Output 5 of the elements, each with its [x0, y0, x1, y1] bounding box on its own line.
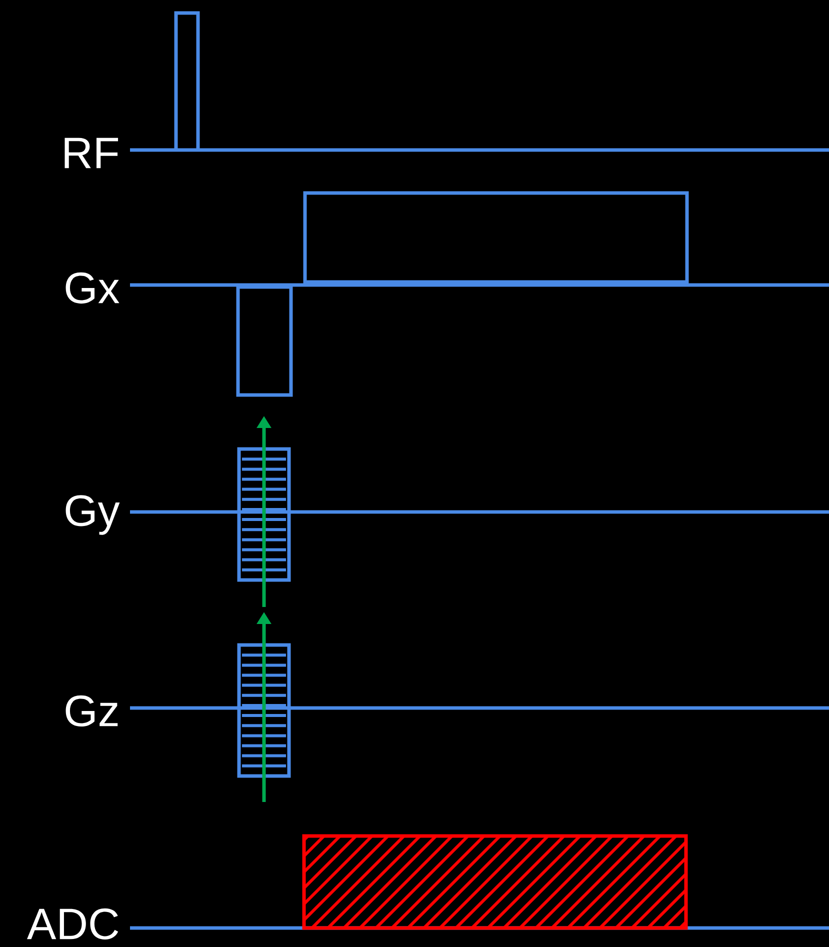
axis-label: Gx — [66, 272, 120, 304]
axis-label: RF — [64, 138, 118, 168]
axis-label: Gy — [66, 495, 120, 535]
axis-label: Gz — [66, 695, 118, 727]
axis-label: ADC — [26, 908, 118, 940]
